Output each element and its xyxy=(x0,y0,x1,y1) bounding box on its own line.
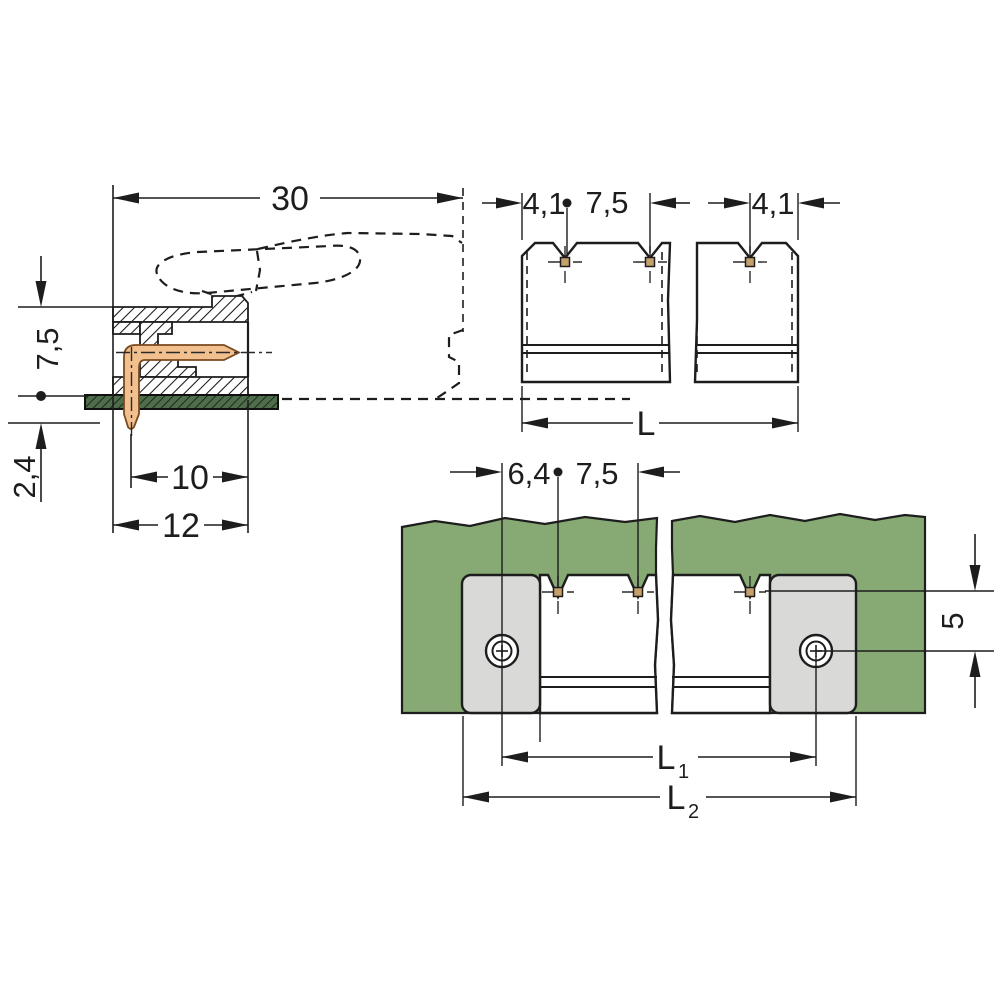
dim-label-L1-base: L xyxy=(657,739,676,777)
connector-rib-lines xyxy=(540,676,770,688)
dim-30: 30 xyxy=(112,180,464,533)
front-body-break-lines xyxy=(526,252,793,378)
dim-10: 10 xyxy=(130,400,249,533)
front-body-right-segment xyxy=(693,241,800,384)
arrowhead-right xyxy=(724,197,750,209)
front-body-rib-lines xyxy=(522,344,798,354)
dim-2-4-pin-length: 2,4 xyxy=(7,422,100,502)
pin-contact xyxy=(552,586,564,598)
arrowhead-left xyxy=(463,791,489,803)
housing-contact-holder-lower xyxy=(139,358,197,378)
arrowhead-right xyxy=(222,519,248,531)
dim-label-30: 30 xyxy=(271,180,309,218)
housing-left-wall xyxy=(112,321,141,335)
pin-contact xyxy=(744,256,756,268)
arrowhead-left xyxy=(650,197,676,209)
dim-L1: L 1 xyxy=(502,656,817,783)
dim-L: L xyxy=(521,386,799,443)
arrowhead-left xyxy=(798,197,824,209)
arrowhead-left xyxy=(131,471,157,483)
arrowhead-up xyxy=(969,651,981,677)
reference-dot xyxy=(562,198,572,208)
pin-contact xyxy=(632,586,644,598)
arrowhead-right xyxy=(830,791,856,803)
arrowhead-left xyxy=(638,466,664,478)
housing-contact-holder-upper xyxy=(139,321,173,347)
dim-label-5: 5 xyxy=(935,612,970,629)
dim-7-5-board-pitch: 7,5 xyxy=(575,456,680,587)
dim-label-2-4: 2,4 xyxy=(7,455,42,498)
dim-label-7-5-front: 7,5 xyxy=(585,185,628,220)
dim-label-4-1-left: 4,1 xyxy=(522,186,565,221)
dim-L2: L 2 xyxy=(462,716,857,823)
pin-contact xyxy=(644,256,656,268)
dim-4-1-left: 4,1 xyxy=(482,186,572,254)
solder-pin xyxy=(116,344,272,438)
arrowhead-left xyxy=(113,192,139,204)
dim-7-5-front-pitch: 7,5 xyxy=(585,185,690,253)
dim-label-L1-subscript: 1 xyxy=(678,761,689,783)
dim-label-L2-subscript: 2 xyxy=(688,801,699,823)
arrowhead-right xyxy=(222,471,248,483)
arrowhead-right xyxy=(437,192,463,204)
dim-label-12: 12 xyxy=(162,507,200,545)
board-layout-view: 6,4 7,5 5 L 1 xyxy=(400,456,994,823)
phantom-top-edge xyxy=(257,231,463,251)
dim-label-10: 10 xyxy=(171,459,209,497)
side-section-view: 30 7,5 2,4 10 xyxy=(7,180,630,545)
dim-12: 12 xyxy=(113,507,248,545)
front-view-pins xyxy=(548,246,767,283)
reference-dot xyxy=(553,467,563,477)
dim-label-L: L xyxy=(637,405,656,443)
arrowhead-left xyxy=(113,519,139,531)
phantom-lever xyxy=(155,244,362,295)
pin-contact xyxy=(744,586,756,598)
arrowhead-left xyxy=(502,751,528,763)
pin-contact xyxy=(559,256,571,268)
arrowhead-right xyxy=(790,751,816,763)
dim-5: 5 xyxy=(765,534,994,708)
dim-4-1-right: 4,1 xyxy=(708,186,840,253)
reference-dot xyxy=(36,391,46,401)
pin-body xyxy=(123,344,242,430)
pcb-section-strip xyxy=(84,394,279,410)
arrowhead-right xyxy=(476,466,502,478)
arrowhead-right xyxy=(772,417,798,429)
front-view: 4,1 7,5 4,1 L xyxy=(482,185,840,443)
dim-label-7-5-height: 7,5 xyxy=(30,327,65,370)
dim-label-4-1-right: 4,1 xyxy=(751,186,794,221)
dim-7-5-height: 7,5 xyxy=(18,256,113,401)
phantom-latch-step xyxy=(436,328,464,399)
phantom-front-edge xyxy=(254,250,262,292)
housing-top-wall xyxy=(112,295,249,323)
housing-section xyxy=(112,295,250,396)
arrowhead-down xyxy=(969,565,981,591)
arrowhead-left xyxy=(522,417,548,429)
arrowhead-up xyxy=(35,423,47,449)
arrowhead-down xyxy=(35,281,47,307)
dim-label-7-5-board: 7,5 xyxy=(575,456,618,491)
arrowhead-right xyxy=(496,197,522,209)
dim-6-4: 6,4 xyxy=(450,456,563,766)
dim-label-L2-base: L xyxy=(667,779,686,817)
dim-label-6-4: 6,4 xyxy=(507,456,550,491)
